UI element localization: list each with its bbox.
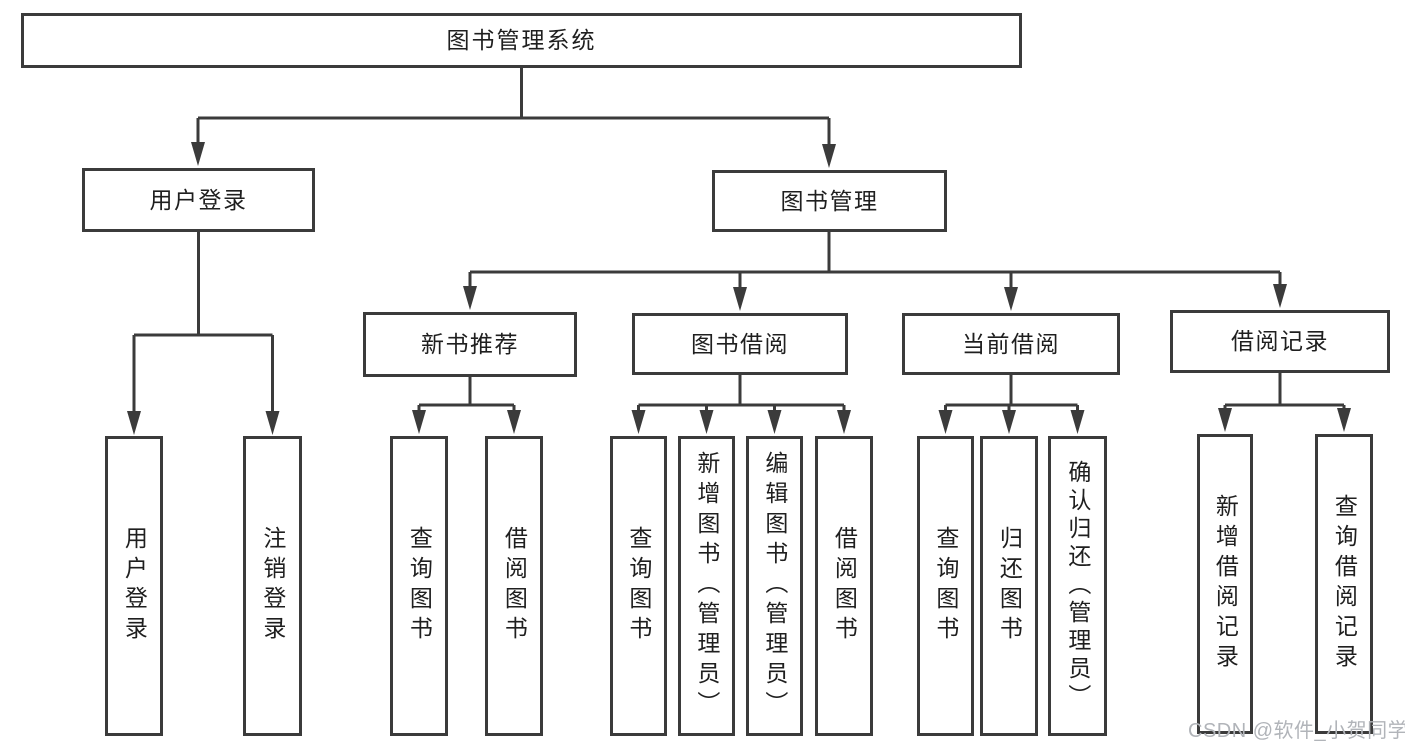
leaf-query-borrow-record: 查询借阅记录	[1315, 434, 1373, 734]
node-current-borrowing: 当前借阅	[902, 313, 1120, 375]
node-label: 借阅图书	[501, 526, 528, 646]
arrowhead-icons	[127, 142, 1351, 435]
node-label: 编辑图书（管理员）	[761, 451, 788, 721]
node-label: 借阅图书	[831, 526, 858, 646]
node-label: 用户登录	[149, 186, 248, 213]
leaf-logout: 注销登录	[243, 436, 302, 736]
node-label: 新书推荐	[421, 331, 519, 358]
node-label: 查询借阅记录	[1331, 494, 1358, 674]
node-label: 注销登录	[259, 526, 286, 646]
leaf-query-books-1: 查询图书	[390, 436, 448, 736]
node-label: 查询图书	[625, 526, 652, 646]
leaf-borrow-books-1: 借阅图书	[485, 436, 543, 736]
node-label: 查询图书	[932, 526, 959, 646]
node-label: 归还图书	[996, 526, 1023, 646]
node-label: 借阅记录	[1231, 328, 1329, 355]
node-user-login: 用户登录	[82, 168, 315, 232]
node-label: 图书管理系统	[446, 27, 597, 54]
node-label: 新增图书（管理员）	[693, 451, 720, 721]
csdn-watermark: CSDN @软件_小贺同学	[1188, 720, 1405, 742]
node-label: 当前借阅	[962, 330, 1060, 357]
node-new-book-recommendation: 新书推荐	[363, 312, 577, 377]
leaf-return-books: 归还图书	[980, 436, 1038, 736]
leaf-user-login: 用户登录	[105, 436, 163, 736]
leaf-add-borrow-record: 新增借阅记录	[1197, 434, 1253, 734]
node-borrowing-records: 借阅记录	[1170, 310, 1390, 373]
leaf-confirm-return-admin: 确认归还（管理员）	[1048, 436, 1107, 736]
node-library-management-system: 图书管理系统	[21, 13, 1022, 68]
leaf-borrow-books-2: 借阅图书	[815, 436, 873, 736]
leaf-query-books-3: 查询图书	[917, 436, 974, 736]
node-label: 确认归还（管理员）	[1064, 460, 1091, 712]
node-label: 图书管理	[780, 187, 879, 214]
leaf-edit-books-admin: 编辑图书（管理员）	[746, 436, 803, 736]
node-book-borrowing: 图书借阅	[632, 313, 848, 375]
node-book-management: 图书管理	[712, 170, 947, 232]
leaf-query-books-2: 查询图书	[610, 436, 667, 736]
node-label: 新增借阅记录	[1212, 494, 1239, 674]
node-label: 图书借阅	[691, 330, 789, 357]
node-label: 用户登录	[121, 526, 148, 646]
leaf-add-books-admin: 新增图书（管理员）	[678, 436, 735, 736]
node-label: 查询图书	[406, 526, 433, 646]
